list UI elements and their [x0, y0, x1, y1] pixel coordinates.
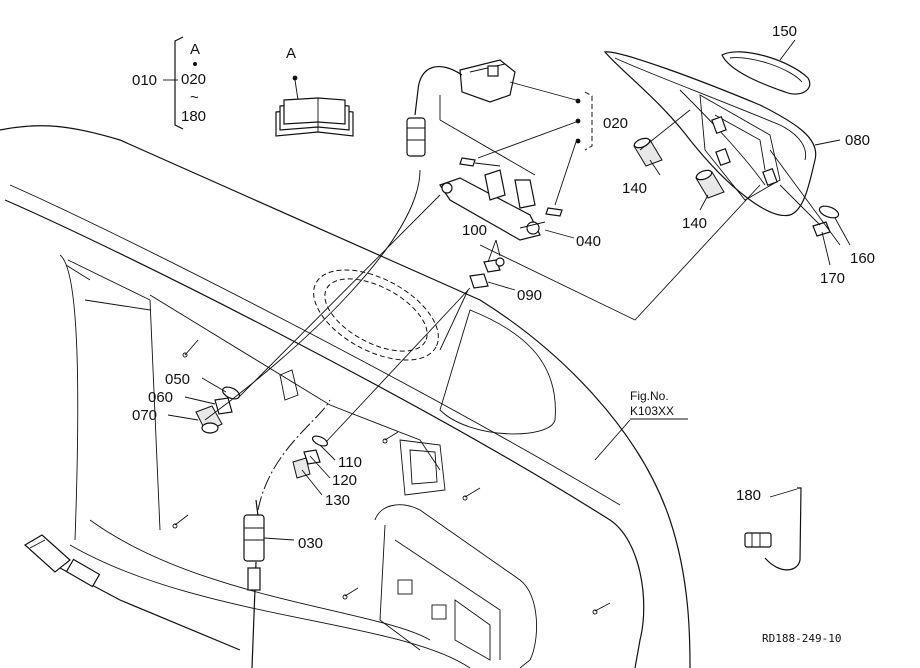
book-icon-group: A [275, 45, 354, 137]
nuts-050-060-070 [195, 386, 241, 434]
wire-harness-180 [744, 487, 802, 571]
figure-leader [594, 419, 631, 461]
callout-100: 100 [462, 222, 487, 239]
figure-number: K103XX [630, 404, 674, 418]
callout-120: 120 [332, 472, 357, 489]
lamp-housing-080 [603, 51, 817, 217]
callout-020: 020 [603, 115, 628, 132]
callout-leaders [167, 39, 851, 541]
callout-070: 070 [132, 407, 157, 424]
callout-150: 150 [772, 23, 797, 40]
callout-080: 080 [845, 132, 870, 149]
legend-range-code: 010 [132, 72, 157, 89]
connector-030 [243, 499, 265, 668]
nuts-110-120-130 [292, 435, 329, 479]
nuts-100-090 [439, 257, 505, 351]
lens-150 [721, 51, 811, 95]
screws-top [459, 157, 563, 217]
callout-140-b: 140 [682, 215, 707, 232]
callout-090: 090 [517, 287, 542, 304]
book-icon [275, 97, 354, 137]
range-legend: 010 A 020 ~ 180 [132, 36, 206, 130]
book-marker: A [286, 45, 296, 62]
legend-to-code: 180 [181, 108, 206, 125]
reference-code: RD188-249-10 [762, 632, 841, 645]
cutaway-section [439, 309, 556, 435]
callout-030: 030 [298, 535, 323, 552]
wire-harness [23, 534, 241, 651]
figure-label: Fig.No. [630, 389, 669, 403]
legend-from-code: 020 [181, 71, 206, 88]
callout-140-a: 140 [622, 180, 647, 197]
legend-marker: A [190, 41, 200, 58]
mounting-opening [313, 269, 439, 361]
callout-060: 060 [148, 389, 173, 406]
lamp-bracket-040 [439, 169, 546, 241]
lamp-plug-020 [406, 59, 516, 157]
cabin-roof-panel [0, 125, 691, 668]
callout-040: 040 [576, 233, 601, 250]
callout-110: 110 [338, 454, 362, 471]
callout-130: 130 [325, 492, 350, 509]
callout-170: 170 [820, 270, 845, 287]
legend-tilde: ~ [190, 89, 199, 106]
callout-160: 160 [850, 250, 875, 267]
callout-180: 180 [736, 487, 761, 504]
callout-050: 050 [165, 371, 190, 388]
